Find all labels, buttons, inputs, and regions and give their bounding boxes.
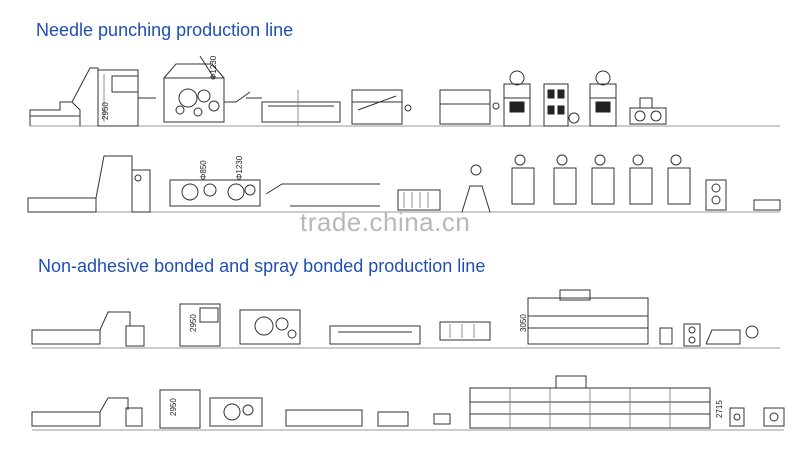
carding-machine-2: Φ850 Φ1230 — [170, 155, 260, 206]
bale-opener-1 — [30, 102, 80, 126]
feeder-1: 2950 — [72, 68, 156, 126]
needle-loom-row-2 — [462, 155, 690, 212]
needle-punch-tower-1c — [590, 71, 616, 126]
feeder-4a — [100, 398, 142, 426]
cutter-winder-3 — [660, 324, 758, 346]
bale-opener-4 — [32, 412, 100, 426]
feeder-4b: 2950 — [160, 390, 200, 428]
cross-lapper-2 — [266, 184, 380, 206]
carding-machine-3 — [240, 310, 300, 344]
spray-oven-4: 2715 — [470, 376, 724, 428]
oven-3: 3050 — [519, 290, 648, 344]
watermark: trade.china.cn — [300, 207, 471, 237]
cutter-winder-4 — [730, 408, 784, 426]
cross-lapper-3 — [330, 326, 420, 344]
bale-opener-3 — [32, 330, 100, 344]
bonded-line-title: Non-adhesive bonded and spray bonded pro… — [38, 256, 486, 276]
feeder-3a — [100, 312, 144, 346]
carding-machine-4 — [210, 398, 262, 426]
drafter-3 — [440, 322, 490, 340]
cross-lapper-4 — [286, 410, 362, 426]
winder-2 — [706, 180, 780, 210]
carding-dim-a-label: Φ850 — [199, 160, 208, 180]
feeder-3b: 2950 — [180, 304, 220, 346]
needle-line-diagram-1: 2950 Φ1230 — [0, 55, 800, 140]
carding-dim-b-label: Φ1230 — [235, 155, 244, 180]
winder-1 — [630, 98, 666, 124]
oven-dim-label-3: 3050 — [519, 314, 528, 332]
height-dim-label-4: 2950 — [169, 398, 178, 416]
carding-dim-label: Φ1230 — [209, 55, 218, 80]
bonded-line-diagram-2: 2950 2715 — [0, 368, 800, 438]
feeder-2 — [96, 156, 150, 212]
oven-dim-label-4: 2715 — [715, 400, 724, 418]
drafter-2 — [398, 190, 440, 210]
needle-punching-title: Needle punching production line — [36, 20, 294, 40]
drafter-4 — [378, 412, 450, 426]
bonded-line-diagram-1: 2950 3050 — [0, 288, 800, 358]
height-dim-label: 2950 — [101, 102, 110, 120]
needle-punch-tower-1a — [504, 71, 530, 126]
carding-machine-1: Φ1230 — [164, 55, 250, 122]
cross-lapper-1 — [246, 90, 340, 126]
needle-punch-tower-1b — [544, 84, 579, 126]
needle-loom-1 — [440, 90, 499, 124]
bale-opener-2 — [28, 198, 96, 212]
pre-needle-machine-1 — [352, 90, 411, 124]
height-dim-label-3: 2950 — [189, 314, 198, 332]
needle-line-diagram-2: Φ850 Φ1230 — [0, 150, 800, 220]
